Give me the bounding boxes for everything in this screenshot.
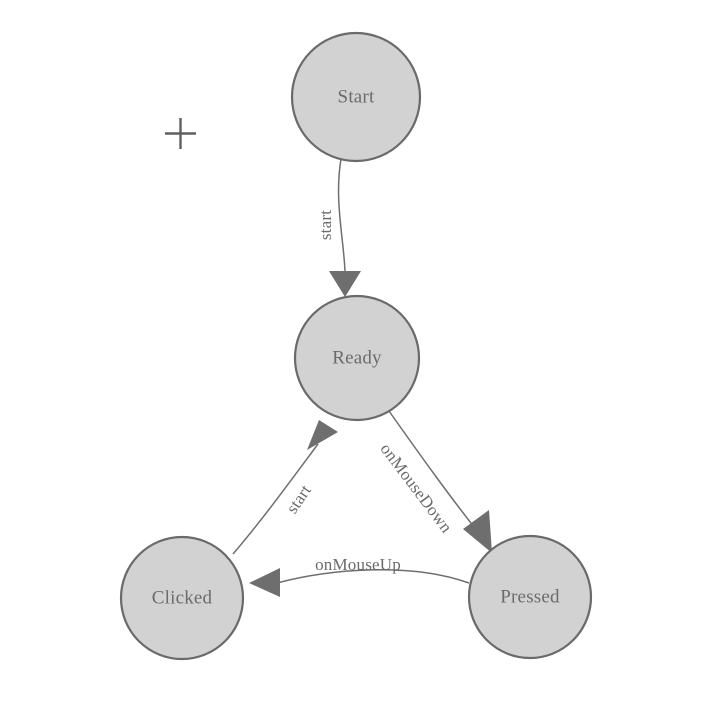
node-ready-circle[interactable] xyxy=(293,294,421,422)
edge-pressed-to-clicked[interactable]: onMouseUp xyxy=(249,555,470,597)
edge-start-to-ready[interactable]: start xyxy=(316,158,361,297)
node-clicked[interactable]: Clicked xyxy=(119,535,245,661)
edge-pressed-to-clicked-path xyxy=(276,569,470,584)
plus-crosshair-icon[interactable] xyxy=(165,118,196,149)
edge-start-to-ready-arrowhead xyxy=(329,271,361,297)
edge-clicked-to-ready-arrowhead xyxy=(307,420,338,450)
node-clicked-circle[interactable] xyxy=(119,535,245,661)
node-clicked-label: Clicked xyxy=(152,587,213,608)
node-ready-label: Ready xyxy=(332,347,382,368)
node-pressed-label: Pressed xyxy=(500,586,560,607)
node-pressed[interactable]: Pressed xyxy=(467,534,593,660)
node-start[interactable]: Start xyxy=(290,31,422,163)
edge-clicked-to-ready-path xyxy=(232,443,319,555)
edge-clicked-to-ready[interactable]: start xyxy=(232,420,338,555)
edge-clicked-to-ready-label: start xyxy=(282,481,315,517)
edge-pressed-to-clicked-label: onMouseUp xyxy=(315,555,401,574)
edge-start-to-ready-path xyxy=(337,158,346,273)
node-ready[interactable]: Ready xyxy=(293,294,421,422)
edge-start-to-ready-label: start xyxy=(316,210,335,240)
edge-ready-to-pressed-arrowhead xyxy=(463,510,492,553)
node-pressed-circle[interactable] xyxy=(467,534,593,660)
node-start-label: Start xyxy=(338,86,375,107)
edge-ready-to-pressed[interactable]: onMouseDown xyxy=(376,410,492,553)
edge-pressed-to-clicked-arrowhead xyxy=(249,568,280,597)
node-start-circle[interactable] xyxy=(290,31,422,163)
